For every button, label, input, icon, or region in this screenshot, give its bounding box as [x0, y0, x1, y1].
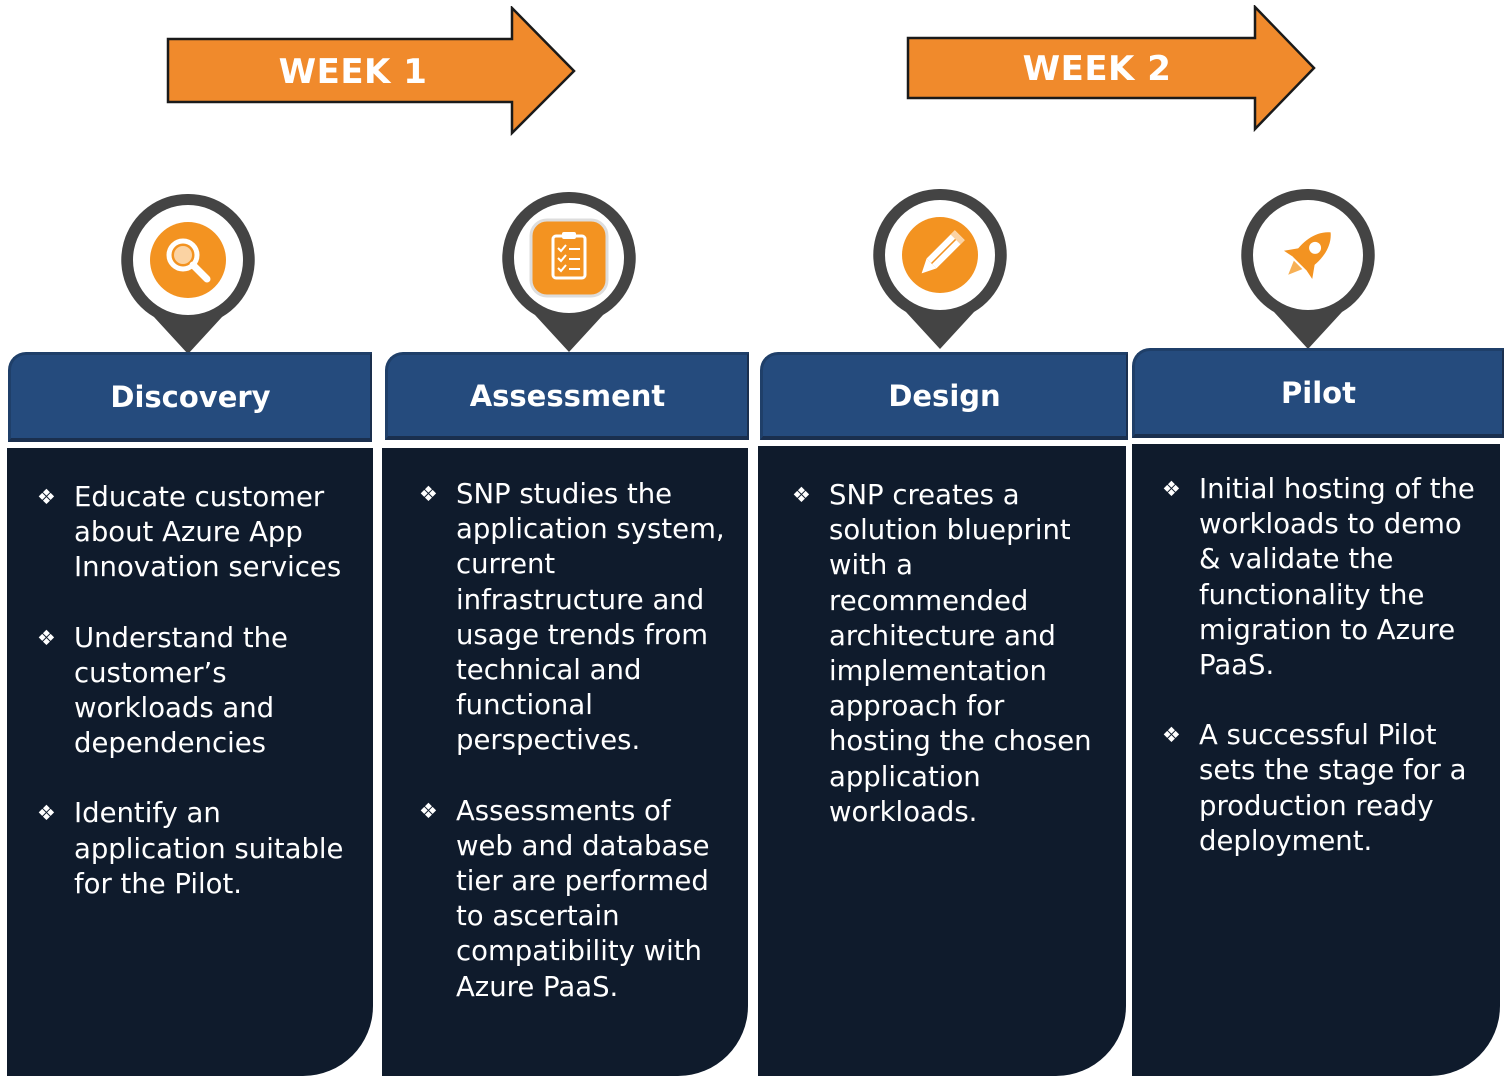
bullet-item: ❖ SNP studies the application system, cu…	[419, 477, 726, 759]
stage-header-discovery: Discovery	[8, 352, 372, 442]
bullet-item: ❖ Educate customer about Azure App Innova…	[37, 480, 357, 586]
bullet-text: Educate customer about Azure App Innovat…	[74, 481, 342, 584]
bullet-text: Identify an application suitable for the…	[74, 797, 344, 900]
week-1-label: WEEK 1	[278, 52, 428, 92]
bullet-list: ❖ SNP studies the application system, cu…	[419, 477, 726, 1005]
week-1-arrow: WEEK 1	[166, 4, 578, 140]
bullet-item: ❖ Identify an application suitable for th…	[37, 796, 357, 902]
stage-title: Design	[888, 378, 1001, 413]
bullet-diamond-icon: ❖	[37, 625, 56, 650]
stage-title: Assessment	[469, 378, 666, 413]
bullet-item: ❖ SNP creates a solution blueprint with a…	[792, 478, 1104, 830]
bullet-list: ❖ Educate customer about Azure App Innova…	[37, 480, 357, 902]
bullet-diamond-icon: ❖	[1162, 477, 1181, 501]
bullet-diamond-icon: ❖	[1162, 723, 1181, 748]
bullet-diamond-icon: ❖	[37, 801, 56, 826]
bullet-text: A successful Pilot sets the stage for a …	[1199, 719, 1467, 857]
stage-title: Discovery	[110, 379, 271, 414]
design-pin	[870, 185, 1010, 353]
bullet-text: Initial hosting of the workloads to demo…	[1199, 473, 1475, 682]
stage-panel-design: ❖ SNP creates a solution blueprint with a…	[758, 446, 1126, 1076]
bullet-item: ❖ A successful Pilot sets the stage for a…	[1162, 718, 1480, 859]
bullet-text: Understand the customer’s workloads and …	[74, 621, 288, 760]
bullet-list: ❖ SNP creates a solution blueprint with a…	[792, 478, 1104, 830]
stage-header-assessment: Assessment	[385, 352, 749, 440]
bullet-text: SNP studies the application system, curr…	[456, 478, 725, 757]
stage-title: Pilot	[1281, 375, 1356, 410]
stage-panel-discovery: ❖ Educate customer about Azure App Innova…	[7, 448, 373, 1076]
week-2-arrow: WEEK 2	[906, 3, 1318, 139]
magnifier-icon	[150, 222, 226, 298]
bullet-item: ❖ Assessments of web and database tier ar…	[419, 794, 726, 1005]
discovery-pin	[118, 190, 258, 358]
stage-panel-assessment: ❖ SNP studies the application system, cu…	[382, 448, 748, 1076]
bullet-item: ❖ Initial hosting of the workloads to dem…	[1162, 472, 1480, 683]
rocket-icon	[1283, 232, 1331, 280]
bullet-item: ❖ Understand the customer’s workloads and…	[37, 621, 357, 762]
bullet-diamond-icon: ❖	[37, 485, 56, 509]
week-1-arrow-shape	[166, 4, 576, 137]
week-2-arrow-shape	[906, 3, 1316, 133]
assessment-pin	[499, 188, 639, 356]
bullet-text: SNP creates a solution blueprint with a …	[829, 479, 1092, 828]
pilot-pin	[1238, 185, 1378, 353]
stage-header-pilot: Pilot	[1132, 348, 1504, 438]
bullet-list: ❖ Initial hosting of the workloads to dem…	[1162, 472, 1480, 859]
bullet-text: Assessments of web and database tier are…	[456, 794, 710, 1003]
stage-header-design: Design	[760, 352, 1128, 440]
clipboard-icon	[529, 218, 609, 298]
week-2-label: WEEK 2	[1022, 49, 1172, 89]
pencil-icon	[902, 217, 978, 293]
stage-panel-pilot: ❖ Initial hosting of the workloads to dem…	[1132, 444, 1500, 1076]
bullet-diamond-icon: ❖	[419, 482, 438, 506]
bullet-diamond-icon: ❖	[792, 483, 811, 507]
bullet-diamond-icon: ❖	[419, 798, 438, 823]
